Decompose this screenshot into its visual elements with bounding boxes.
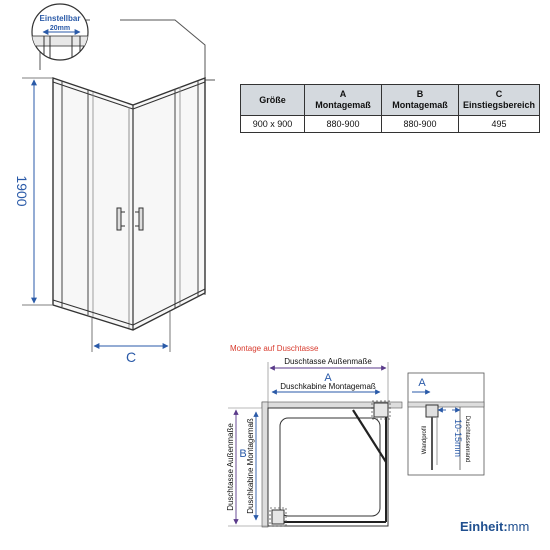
spec-data-row: 900 x 900 880-900 880-900 495 [240, 115, 541, 133]
plan-wall-profile-top [373, 402, 389, 418]
callout-value: 20mm [50, 25, 70, 32]
units-value: mm [507, 519, 530, 534]
plan-inner-width-label: Duschkabine Montagemaß [280, 382, 376, 391]
plan-wall-profile-left [271, 509, 285, 525]
detail-label-a: A [418, 377, 426, 389]
callout-label: Einstellbar [40, 14, 81, 23]
plan-wall-left [261, 401, 269, 528]
detail-tray-edge-label: Duschtassenrand [464, 416, 470, 463]
spec-cell-a: 880-900 [304, 115, 382, 133]
spec-cell-size: 900 x 900 [240, 115, 305, 133]
spec-header-size: Größe [240, 84, 305, 116]
entry-width-dimension: C [91, 310, 171, 365]
height-label: 1900 [14, 175, 30, 206]
enclosure-overview [39, 19, 215, 331]
handle-right [138, 207, 144, 231]
detail-wall [407, 401, 485, 408]
handle-left [116, 207, 122, 231]
spec-cell-c: 495 [457, 115, 541, 133]
detail-profile [425, 404, 439, 418]
plan-outer-width-label: Duschtasse Außenmaße [284, 357, 372, 366]
plan-inner-height-label: Duschkabine Montagemaß [246, 418, 255, 514]
plan-outer-height-label: Duschtasse Außenmaße [226, 423, 235, 511]
detail-wall-profile-label: Wandprofil [422, 426, 428, 454]
detail-view: A 10-15mm Wandprofil Duschtassenrand [407, 372, 485, 476]
entry-width-label: C [126, 349, 136, 365]
plan-view: Duschtasse Außenmaße A Duschkabine Monta… [226, 357, 403, 528]
plan-tray [267, 407, 389, 527]
adjustable-callout: Einstellbar 20mm [31, 3, 89, 61]
plan-label-a: A [324, 372, 332, 384]
spec-cell-b: 880-900 [381, 115, 459, 133]
units-caption: Einheit:mm [460, 519, 529, 534]
plan-label-b: B [239, 448, 246, 460]
units-label: Einheit: [460, 519, 508, 534]
detail-gap-label: 10-15mm [453, 419, 463, 457]
plan-title: Montage auf Duschtasse [230, 344, 319, 353]
detail-frame [407, 372, 485, 476]
height-dimension: 1900 [14, 77, 52, 306]
plan-tray-basin [279, 417, 381, 517]
plan-door-diagonal [352, 409, 387, 463]
